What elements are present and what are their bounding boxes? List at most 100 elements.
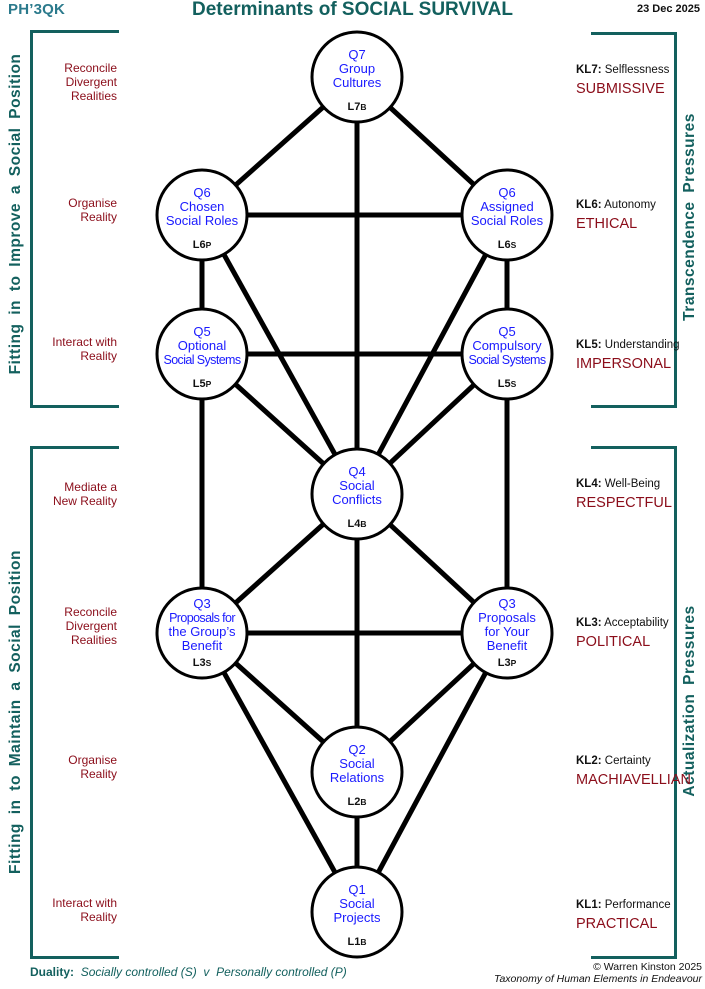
left-bracket-improve bbox=[30, 30, 119, 408]
kl-code: KL2: bbox=[576, 755, 602, 767]
node-duality: S bbox=[205, 658, 212, 668]
node-question-code: Q5 bbox=[193, 324, 211, 339]
copyright-block: © Warren Kinston 2025 Taxonomy of Human … bbox=[494, 961, 702, 985]
kl-code: KL7: bbox=[576, 64, 602, 76]
left-note-interact-lower: Interact with Reality bbox=[52, 896, 117, 924]
node-question-code: Q1 bbox=[348, 882, 366, 897]
node-level: L3 bbox=[497, 657, 511, 669]
node-circle-q1 bbox=[310, 865, 404, 959]
kl-item-4: KL4: Well-Being RESPECTFUL bbox=[576, 477, 672, 513]
node-level-badge: L1B bbox=[312, 936, 402, 948]
left-note-interact-upper: Interact with Reality bbox=[52, 335, 117, 363]
node-circle-q6s bbox=[460, 168, 554, 262]
node-circle-q5p bbox=[155, 307, 249, 401]
node-level: L2 bbox=[347, 796, 361, 808]
node-title-line: Social bbox=[339, 478, 375, 493]
edge-q3p-q1 bbox=[354, 631, 510, 914]
left-note-organise-lower: Organise Reality bbox=[68, 753, 117, 781]
node-level: L6 bbox=[192, 239, 206, 251]
duality-label: Duality: bbox=[30, 965, 75, 979]
node-circle-q4 bbox=[310, 447, 404, 541]
node-level-badge: L3P bbox=[462, 657, 552, 669]
node-title-line: for Your bbox=[484, 624, 530, 639]
kl-name: Selflessness bbox=[604, 64, 670, 76]
document-date: 23 Dec 2025 bbox=[637, 3, 700, 15]
kl-value: ETHICAL bbox=[576, 216, 638, 232]
node-circle-q3p bbox=[460, 586, 554, 680]
node-duality: S bbox=[510, 379, 517, 389]
kl-code: KL5: bbox=[576, 339, 602, 351]
kl-value: SUBMISSIVE bbox=[576, 81, 665, 97]
node-title-line: Projects bbox=[333, 910, 381, 925]
node-circle-q3s bbox=[155, 586, 249, 680]
kl-item-7: KL7: Selflessness SUBMISSIVE bbox=[576, 63, 669, 99]
document-code: PH’3QK bbox=[8, 1, 66, 18]
node-level: L5 bbox=[192, 378, 206, 390]
node-title-line: Proposals bbox=[478, 610, 536, 625]
node-duality: P bbox=[510, 658, 517, 668]
taxonomy-title: Taxonomy of Human Elements in Endeavour bbox=[494, 973, 702, 985]
kl-value: IMPERSONAL bbox=[576, 356, 672, 372]
node-title-line: Benefit bbox=[181, 638, 223, 653]
node-level-badge: L3S bbox=[157, 657, 247, 669]
node-question-code: Q7 bbox=[348, 47, 366, 62]
kl-name: Autonomy bbox=[604, 199, 656, 211]
node-circle-q5s bbox=[460, 307, 554, 401]
kl-value: RESPECTFUL bbox=[576, 495, 672, 511]
left-note-mediate: Mediate a New Reality bbox=[52, 480, 117, 508]
duality-text: Socially controlled (S) v Personally con… bbox=[80, 965, 347, 979]
kl-name: Performance bbox=[604, 899, 671, 911]
kl-name: Certainty bbox=[604, 755, 651, 767]
node-level: L5 bbox=[497, 378, 511, 390]
node-duality: B bbox=[360, 797, 367, 807]
kl-item-3: KL3: Acceptability POLITICAL bbox=[576, 616, 669, 652]
right-bracket-transcendence bbox=[591, 32, 677, 408]
node-question-code: Q5 bbox=[498, 324, 516, 339]
node-question-code: Q3 bbox=[193, 596, 211, 611]
node-title-line: Compulsory bbox=[472, 338, 542, 353]
node-duality: B bbox=[360, 937, 367, 947]
node-level-badge: L6P bbox=[157, 239, 247, 251]
left-note-organise-upper: Organise Reality bbox=[68, 196, 117, 224]
node-title-line: Optional bbox=[177, 338, 227, 353]
kl-value: MACHIAVELLIAN bbox=[576, 772, 691, 788]
node-question-code: Q2 bbox=[348, 742, 366, 757]
node-title-line: Social bbox=[339, 896, 375, 911]
node-duality: B bbox=[360, 102, 367, 112]
node-title-line: Cultures bbox=[332, 75, 382, 90]
left-note-reconcile-lower: Reconcile Divergent Realities bbox=[64, 605, 117, 647]
kl-name: Acceptability bbox=[604, 617, 669, 629]
node-title-line: Conflicts bbox=[332, 492, 382, 507]
kl-item-2: KL2: Certainty MACHIAVELLIAN bbox=[576, 754, 691, 790]
node-level: L6 bbox=[497, 239, 511, 251]
left-note-reconcile-upper: Reconcile Divergent Realities bbox=[64, 61, 117, 103]
node-level-badge: L4B bbox=[312, 518, 402, 530]
node-level: L3 bbox=[192, 657, 206, 669]
node-question-code: Q3 bbox=[498, 596, 516, 611]
node-title-line: Benefit bbox=[486, 638, 528, 653]
node-circle-q7 bbox=[310, 30, 404, 124]
node-level: L4 bbox=[347, 518, 361, 530]
node-title-line: Proposals for bbox=[169, 611, 235, 625]
kl-code: KL4: bbox=[576, 478, 602, 490]
node-duality: P bbox=[205, 379, 212, 389]
left-bracket-maintain bbox=[30, 446, 119, 959]
node-question-code: Q6 bbox=[193, 185, 211, 200]
node-level-badge: L7B bbox=[312, 101, 402, 113]
kl-code: KL6: bbox=[576, 199, 602, 211]
kl-name: Understanding bbox=[604, 339, 680, 351]
node-level-badge: L6S bbox=[462, 239, 552, 251]
